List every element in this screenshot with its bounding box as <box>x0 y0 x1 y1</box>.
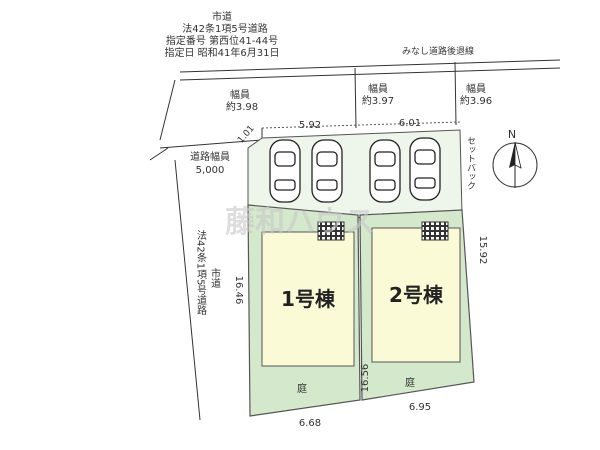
dim-top-left: 5.92 <box>299 120 321 131</box>
road-width-label-3: 幅員 <box>466 82 486 95</box>
setback-lines <box>261 121 461 129</box>
road-width-label-2: 幅員 <box>368 82 388 95</box>
dim-top-right: 6.01 <box>399 118 421 129</box>
north-label: N <box>508 128 516 141</box>
road-info-line1: 市道 <box>212 10 232 23</box>
entrance-grid-1 <box>317 221 345 241</box>
watermark-text: 藤和ハウス <box>225 205 375 240</box>
road-info-line3: 指定番号 第西位41-44号 <box>166 34 278 47</box>
setback-label: セットバック <box>465 136 476 190</box>
dim-corner: 1.01 <box>236 124 257 146</box>
road-width-value-3: 約3.96 <box>460 94 492 107</box>
dim-left-side: 16.46 <box>233 276 244 305</box>
car-2 <box>311 139 343 203</box>
dim-bottom-left: 6.68 <box>299 418 321 429</box>
dim-middle: 16.56 <box>360 364 371 393</box>
west-road-width-value: 5,000 <box>196 165 225 176</box>
lot-1-garden: 庭 <box>297 382 307 395</box>
car-1 <box>269 139 301 203</box>
road-width-value-1: 約3.98 <box>226 100 258 113</box>
road-info-line2: 法42条1項5号道路 <box>182 22 267 35</box>
car-4 <box>409 137 441 201</box>
road-width-label-1: 幅員 <box>230 88 250 101</box>
north-arrow-icon: N <box>492 128 538 188</box>
entrance-grid-2 <box>421 221 449 241</box>
west-road-width-label: 道路幅員 <box>190 150 230 163</box>
west-road-designation: 法42条1項5号道路 <box>195 229 207 316</box>
dim-bottom-right: 6.95 <box>409 402 431 413</box>
lot-1-name: 1号棟 <box>281 287 336 311</box>
west-road-city-road: 市道 <box>209 267 221 288</box>
building-1 <box>261 231 355 367</box>
road-lines <box>149 59 561 421</box>
road-width-value-2: 約3.97 <box>362 94 394 107</box>
car-3 <box>369 139 401 203</box>
building-2 <box>371 227 461 363</box>
lot-2-garden: 庭 <box>405 376 415 389</box>
setback-line-label: みなし道路後退線 <box>402 45 474 57</box>
lot-2-name: 2号棟 <box>389 283 444 307</box>
dim-right-side: 15.92 <box>477 236 488 265</box>
road-info-line4: 指定日 昭和41年6月31日 <box>165 46 280 59</box>
